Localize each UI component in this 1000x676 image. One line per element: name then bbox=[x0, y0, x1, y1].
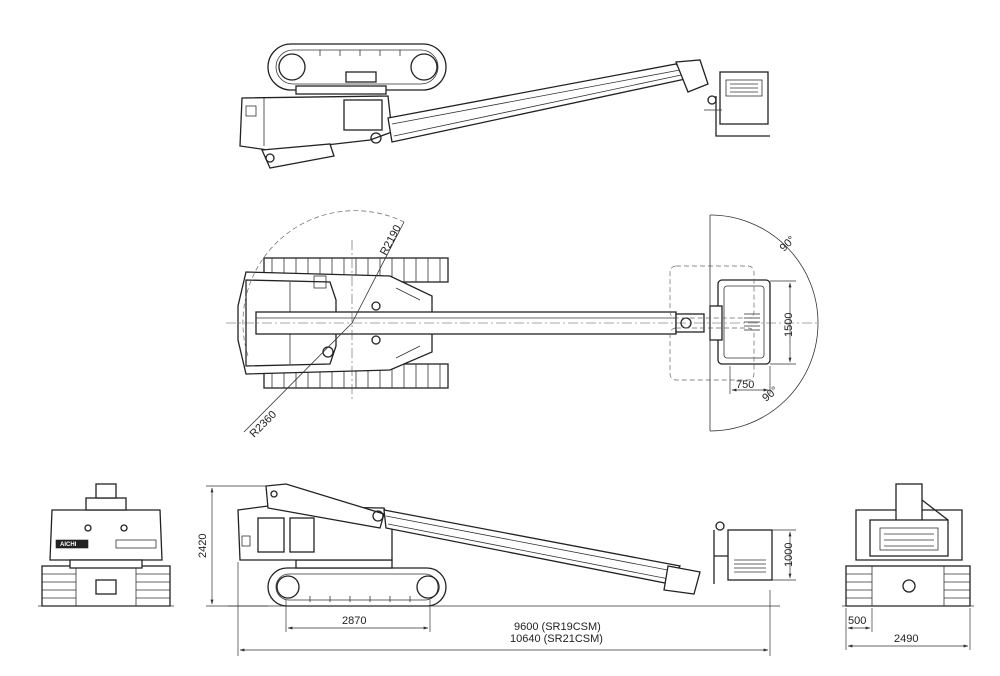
dim-label-angle-top: 90° bbox=[778, 234, 798, 254]
dim-label-tumbler-distance: 2870 bbox=[342, 615, 366, 627]
front-view: AICHI bbox=[38, 483, 174, 607]
side-view-lower bbox=[206, 483, 796, 656]
svg-text:AICHI: AICHI bbox=[60, 542, 77, 548]
dim-label-overall-width: 2490 bbox=[894, 633, 918, 645]
dim-label-height: 2420 bbox=[197, 534, 209, 558]
side-view-upper bbox=[239, 43, 770, 169]
dim-label-r2190: R2190 bbox=[378, 223, 404, 257]
dim-label-r2360: R2360 bbox=[248, 409, 279, 440]
plan-view bbox=[226, 210, 819, 433]
dim-label-platform-height: 1000 bbox=[783, 543, 795, 567]
dim-label-length-sr19: 9600 (SR19CSM) bbox=[514, 621, 601, 633]
dim-label-length-sr21: 10640 (SR21CSM) bbox=[510, 633, 603, 645]
dim-label-track-width: 500 bbox=[848, 615, 866, 627]
dim-label-platform-length: 1500 bbox=[783, 313, 795, 337]
dim-label-platform-width: 750 bbox=[736, 379, 754, 391]
rear-view bbox=[842, 483, 974, 650]
dim-label-angle-bottom: 90° bbox=[760, 384, 780, 404]
